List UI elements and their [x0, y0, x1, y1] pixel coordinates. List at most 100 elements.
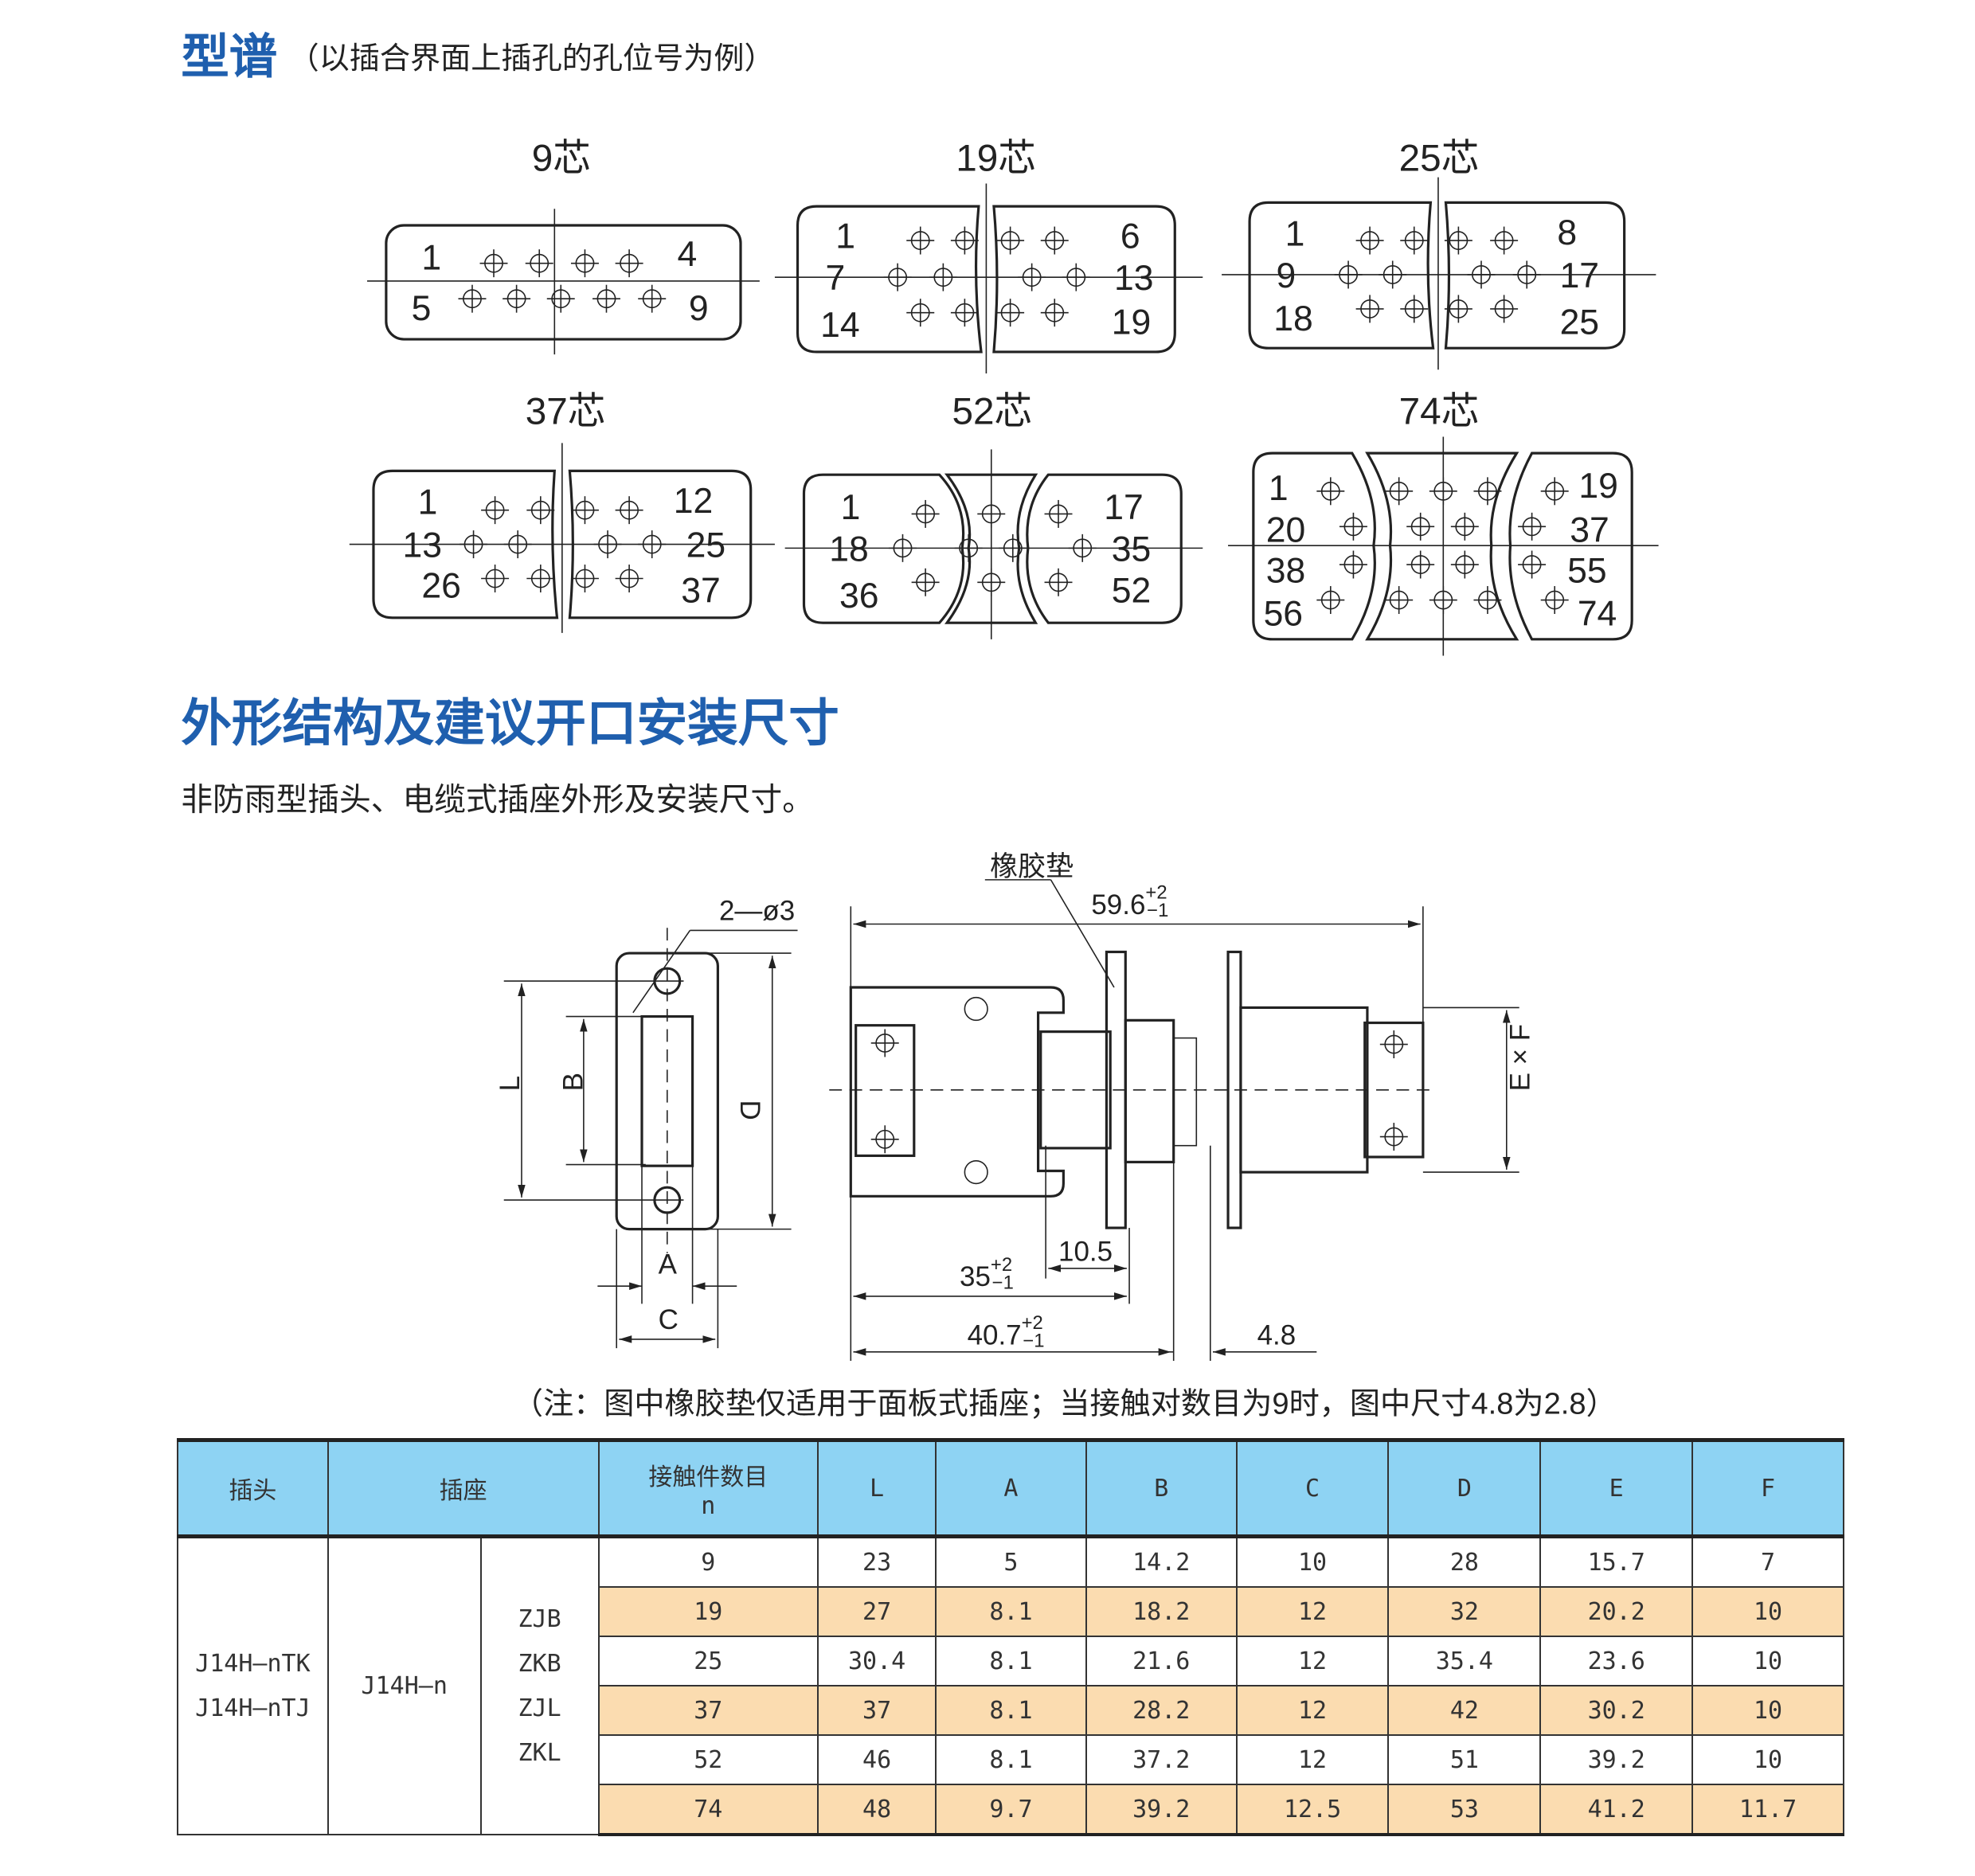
- cell-n: 9: [597, 1535, 819, 1588]
- cell-n: 19: [597, 1586, 819, 1637]
- dim-A: A: [659, 1249, 678, 1280]
- svg-text:26: 26: [421, 566, 461, 605]
- svg-text:55: 55: [1567, 551, 1607, 590]
- cell-n: 74: [597, 1784, 819, 1836]
- cell-l: 48: [817, 1784, 937, 1836]
- dim-40-7: 40.7+2−1: [968, 1312, 1045, 1351]
- cell-f: 10: [1691, 1586, 1844, 1637]
- svg-text:25: 25: [686, 526, 725, 565]
- cell-e: 20.2: [1539, 1586, 1694, 1637]
- svg-text:35: 35: [1112, 530, 1151, 569]
- svg-text:18: 18: [1273, 299, 1312, 338]
- header-A: A: [935, 1438, 1087, 1538]
- cell-d: 51: [1387, 1734, 1542, 1785]
- cell-c: 12: [1235, 1685, 1390, 1736]
- cell-a: 8.1: [935, 1636, 1087, 1686]
- svg-text:37: 37: [1570, 510, 1609, 549]
- side-view-drawing: 橡胶垫 E × F 59.6+2−1 35+2−1 10.5 40.7+2−1 …: [829, 851, 1535, 1361]
- connector-title: 74芯: [1399, 391, 1480, 433]
- front-view-drawing: 2—ø3 L B D A C: [495, 896, 798, 1349]
- cell-n: 52: [597, 1734, 819, 1785]
- cell-a: 8.1: [935, 1586, 1087, 1637]
- dim-ExF: E × F: [1504, 1024, 1535, 1092]
- svg-text:1: 1: [1285, 214, 1305, 253]
- svg-text:12: 12: [674, 482, 714, 521]
- connector-9-pin: 9芯 1 4 5 9: [367, 138, 760, 355]
- svg-text:18: 18: [829, 530, 868, 569]
- svg-text:25: 25: [1560, 303, 1600, 342]
- section-title-dimensions: 外形结构及建议开口安装尺寸: [181, 695, 839, 752]
- header-E: E: [1539, 1438, 1694, 1538]
- cell-f: 10: [1691, 1685, 1844, 1736]
- svg-text:19: 19: [1578, 467, 1618, 506]
- section-title-series: 型谱: [181, 29, 277, 84]
- svg-text:4: 4: [678, 235, 698, 274]
- cell-e: 39.2: [1539, 1734, 1694, 1785]
- gasket-label: 橡胶垫: [990, 851, 1074, 882]
- cell-e: 41.2: [1539, 1784, 1694, 1836]
- svg-text:52: 52: [1112, 572, 1151, 611]
- connector-title: 37芯: [526, 391, 606, 433]
- hole-label: 2—ø3: [719, 896, 795, 927]
- socket-model: J14H—n: [327, 1535, 482, 1835]
- header-plug: 插头: [177, 1438, 329, 1538]
- svg-text:14: 14: [820, 306, 860, 345]
- connector-title: 19芯: [956, 138, 1036, 180]
- connector-title: 25芯: [1399, 138, 1480, 180]
- cell-a: 8.1: [935, 1734, 1087, 1785]
- cell-d: 53: [1387, 1784, 1542, 1836]
- cell-n: 37: [597, 1685, 819, 1736]
- svg-text:6: 6: [1120, 217, 1140, 256]
- dim-10-5: 10.5: [1058, 1236, 1113, 1267]
- cell-e: 15.7: [1539, 1535, 1694, 1588]
- cell-a: 8.1: [935, 1685, 1087, 1736]
- svg-text:20: 20: [1266, 510, 1306, 549]
- header-C: C: [1235, 1438, 1390, 1538]
- svg-text:36: 36: [839, 576, 879, 616]
- header-F: F: [1691, 1438, 1844, 1538]
- cell-f: 10: [1691, 1636, 1844, 1686]
- cell-d: 42: [1387, 1685, 1542, 1736]
- cell-l: 37: [817, 1685, 937, 1736]
- svg-text:17: 17: [1104, 488, 1144, 527]
- svg-text:1: 1: [418, 483, 438, 522]
- svg-text:1: 1: [835, 217, 855, 256]
- section-description: 非防雨型插头、电缆式插座外形及安装尺寸。: [181, 782, 814, 817]
- cell-d: 28: [1387, 1535, 1542, 1588]
- cell-c: 12: [1235, 1734, 1390, 1785]
- svg-text:1: 1: [1269, 469, 1289, 508]
- svg-text:13: 13: [403, 526, 443, 565]
- svg-text:1: 1: [841, 488, 861, 527]
- cell-e: 23.6: [1539, 1636, 1694, 1686]
- header-D: D: [1387, 1438, 1542, 1538]
- svg-text:9: 9: [689, 289, 709, 328]
- svg-text:56: 56: [1264, 594, 1304, 633]
- cell-a: 5: [935, 1535, 1087, 1588]
- section-subtitle-series: （以插合界面上插孔的孔位号为例）: [288, 41, 774, 76]
- cell-f: 7: [1691, 1535, 1844, 1588]
- connector-title: 52芯: [952, 391, 1032, 433]
- header-B: B: [1085, 1438, 1238, 1538]
- svg-text:1: 1: [421, 239, 441, 278]
- dim-C: C: [659, 1304, 679, 1335]
- connector-title: 9芯: [532, 138, 591, 180]
- cell-a: 9.7: [935, 1784, 1087, 1836]
- cell-l: 23: [817, 1535, 937, 1588]
- cell-b: 37.2: [1085, 1734, 1238, 1785]
- cell-b: 39.2: [1085, 1784, 1238, 1836]
- svg-text:7: 7: [826, 259, 846, 298]
- svg-text:5: 5: [412, 289, 432, 328]
- cell-n: 25: [597, 1636, 819, 1686]
- cell-b: 14.2: [1085, 1535, 1238, 1588]
